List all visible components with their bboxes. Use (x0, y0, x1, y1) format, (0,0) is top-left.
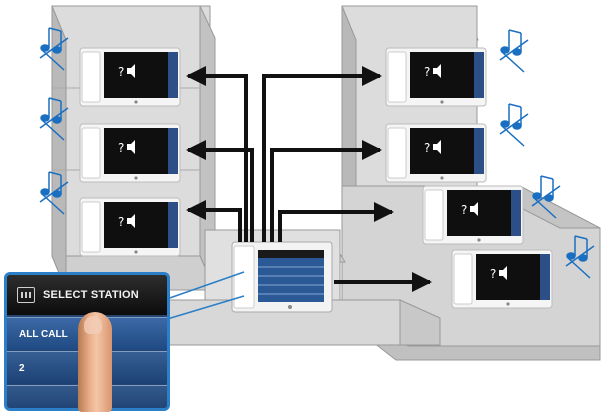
connection-arrows (186, 66, 432, 292)
fingernail (84, 316, 102, 334)
monitor-right-3 (422, 185, 524, 245)
monitor-right-2 (385, 123, 487, 183)
station-row-label: 2 (19, 362, 25, 374)
monitor-right-1 (385, 47, 487, 107)
inset-title: SELECT STATION (43, 289, 139, 301)
station-row-label: ALL CALL (19, 328, 68, 340)
inset-header: SELECT STATION (7, 275, 167, 315)
callout-lines (163, 271, 245, 321)
music-note-icon (39, 27, 595, 279)
monitor-left-3 (79, 197, 181, 257)
monitor-right-4 (451, 249, 553, 309)
master-station (231, 241, 333, 313)
home-icon[interactable] (17, 287, 35, 303)
monitor-left-1 (79, 47, 181, 107)
monitor-left-2 (79, 123, 181, 183)
